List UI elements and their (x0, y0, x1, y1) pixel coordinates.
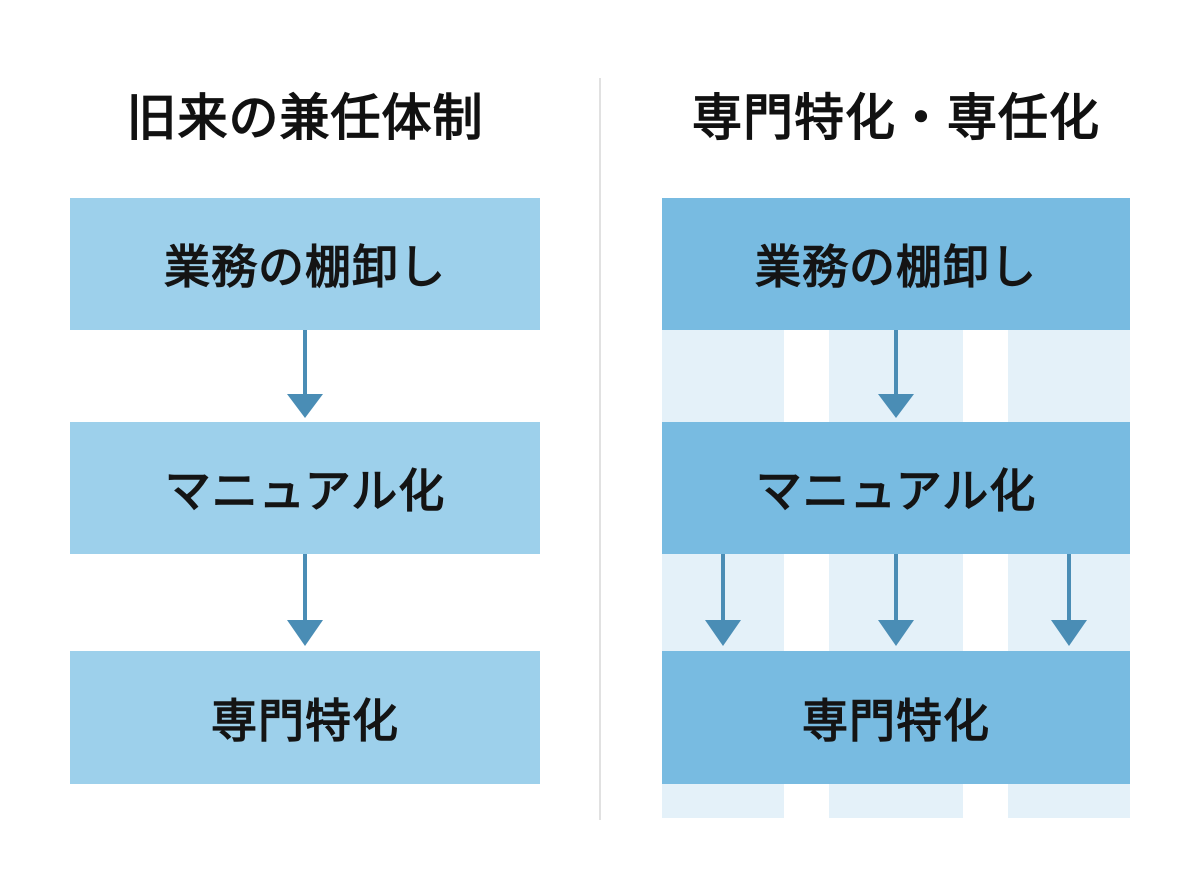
right-arrow-2-right (1049, 554, 1089, 651)
left-arrow-2 (285, 554, 325, 651)
lane-band (1008, 330, 1130, 422)
right-step-manual: マニュアル化 (662, 422, 1130, 554)
left-step-inventory: 業務の棚卸し (70, 198, 540, 330)
right-step-specialization: 専門特化 (662, 651, 1130, 784)
lane-band (662, 784, 784, 818)
right-step-inventory-label: 業務の棚卸し (755, 240, 1037, 294)
lane-band (1008, 784, 1130, 818)
right-step-inventory: 業務の棚卸し (662, 198, 1130, 330)
left-panel-title: 旧来の兼任体制 (126, 89, 484, 147)
left-step-specialization: 専門特化 (70, 651, 540, 784)
right-step-specialization-label: 専門特化 (802, 693, 990, 748)
left-step-manual-label: マニュアル化 (164, 464, 446, 518)
lane-band (829, 784, 963, 818)
left-step-manual: マニュアル化 (70, 422, 540, 554)
left-arrow-1 (285, 330, 325, 422)
panel-divider (599, 78, 601, 820)
left-step-inventory-label: 業務の棚卸し (164, 240, 446, 294)
right-step-manual-label: マニュアル化 (755, 464, 1037, 518)
right-arrow-1 (876, 330, 916, 422)
lane-band (662, 330, 784, 422)
left-step-specialization-label: 専門特化 (211, 693, 399, 748)
right-panel-title: 専門特化・専任化 (692, 89, 1100, 147)
right-arrow-2-center (876, 554, 916, 651)
right-arrow-2-left (703, 554, 743, 651)
